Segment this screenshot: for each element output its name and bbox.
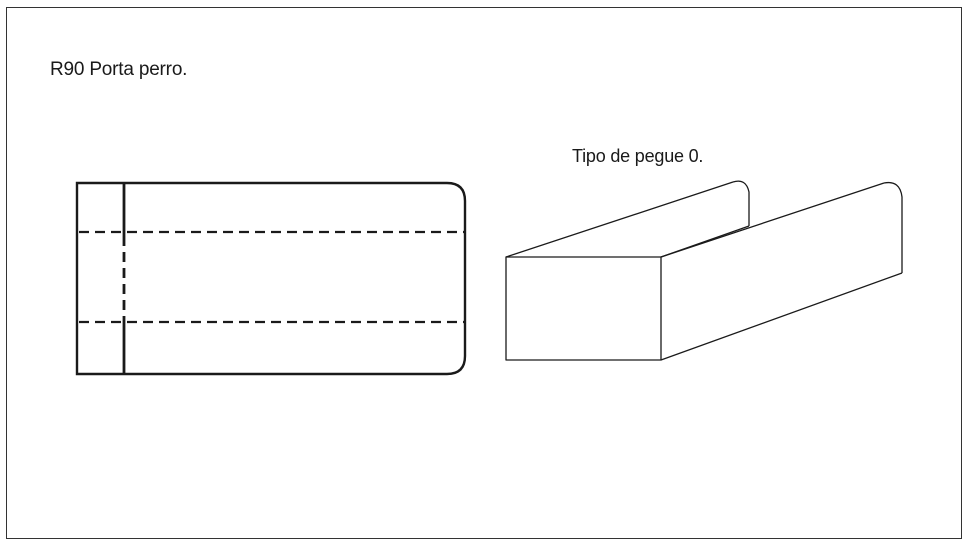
joint-type-label: Tipo de pegue 0. [572, 146, 704, 166]
channel-right-top-edge [660, 182, 885, 258]
diagram-frame [6, 7, 962, 539]
channel-left-rounded-end [732, 180, 750, 226]
flat-pattern [75, 181, 467, 376]
channel-right-rounded-end [883, 181, 903, 273]
channel-3d-view [505, 180, 903, 361]
diagram-title: R90 Porta perro. [50, 59, 188, 80]
channel-bottom-edge [660, 272, 903, 361]
channel-left-top-edge [505, 181, 734, 258]
flat-pattern-outline [75, 181, 467, 376]
channel-front-face [505, 256, 662, 361]
